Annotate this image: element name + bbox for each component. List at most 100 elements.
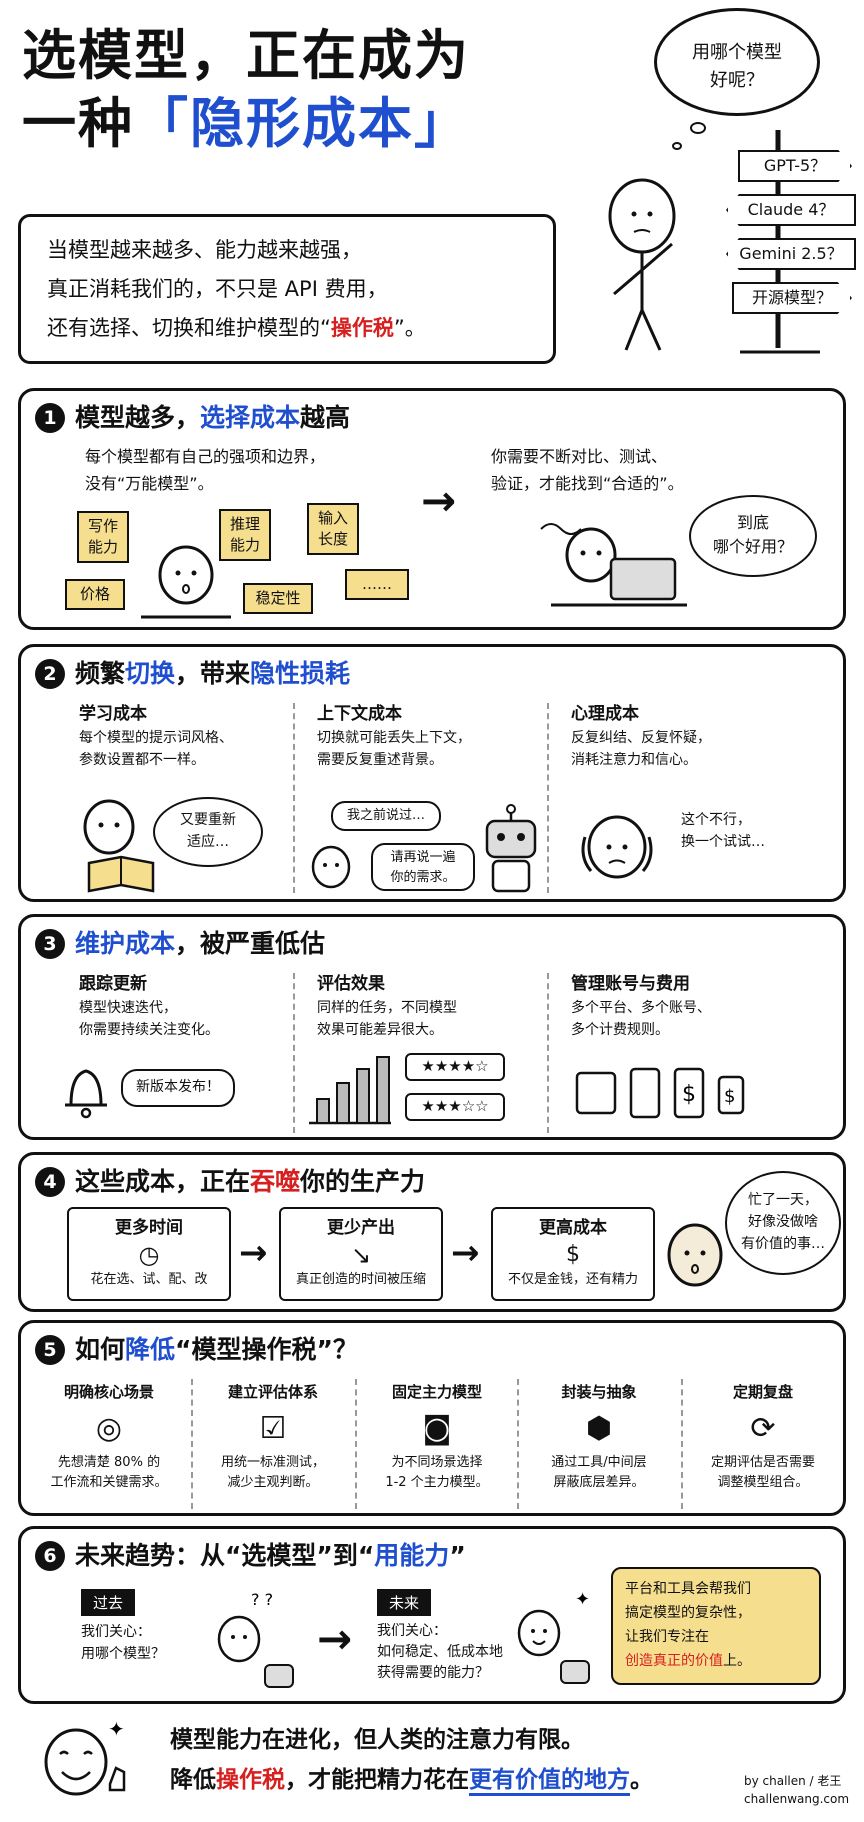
track-updates-col: 跟踪更新 模型快速迭代， 你需要持续关注变化。 [79, 974, 219, 1038]
mental-cost-col: 心理成本 反复纠结、反复怀疑， 消耗注意力和信心。 [571, 704, 711, 768]
future-tag: 未来 [377, 1589, 432, 1616]
cube-icon: ⬢ [585, 1411, 613, 1446]
svg-text:$: $ [724, 1086, 735, 1107]
tired-person-icon [667, 1223, 723, 1287]
tip-review: 定期复盘 ⟳ 定期评估是否需要 调整模型组合。 [685, 1379, 841, 1493]
confused-person-icon [141, 545, 231, 619]
section-1-left-text: 每个模型都有自己的强项和边界， 没有“万能模型”。 [85, 447, 326, 493]
divider [355, 1379, 357, 1509]
refresh-icon: ⟳ [750, 1411, 776, 1446]
evaluate-col: 评估效果 同样的任务，不同模型 效果可能差异很大。 [317, 974, 457, 1038]
svg-text:$: $ [682, 1082, 696, 1107]
divider [547, 973, 549, 1133]
section-2-bubble-2b: 请再说一遍 你的需求。 [371, 843, 475, 891]
reading-person-icon [83, 799, 155, 893]
rating-box-2: ★★★☆☆ [405, 1093, 505, 1121]
note-price: 价格 [65, 579, 125, 610]
bar-chart-icon [309, 1056, 391, 1125]
tip-evaluation-system: 建立评估体系 ☑ 用统一标准测试， 减少主观判断。 [195, 1379, 351, 1493]
thought-dot [690, 122, 706, 134]
section-2-bubble-1: 又要重新 适应… [153, 797, 263, 867]
section-2-bubble-3: 这个不行， 换一个试试… [681, 812, 765, 850]
tip-core-scenario: 明确核心场景 ◎ 先想清楚 80% 的 工作流和关键需求。 [31, 1379, 187, 1493]
sign-open-source: 开源模型？ [732, 282, 852, 314]
context-cost-col: 上下文成本 切换就可能丢失上下文， 需要反复重述背景。 [317, 704, 471, 768]
note-input-length: 输入 长度 [307, 503, 359, 555]
checklist-icon: ☑ [259, 1411, 287, 1446]
note-stability: 稳定性 [243, 583, 313, 614]
sign-claude: Claude 4？ [726, 194, 856, 226]
page-title: 选模型，正在成为 一种「隐形成本」 [22, 22, 470, 158]
site-link[interactable]: challenwang.com [744, 1792, 850, 1806]
title-highlight: 「隐形成本」 [134, 92, 470, 155]
thought-dot [672, 142, 682, 150]
clock-icon: ◷ [138, 1241, 160, 1269]
rating-box-1: ★★★★☆ [405, 1053, 505, 1081]
accounts-col: 管理账号与费用 多个平台、多个账号、 多个计费规则。 [571, 974, 711, 1038]
robot-icon: ◙ [422, 1411, 452, 1446]
operation-tax-highlight: 操作税 [330, 316, 394, 340]
note-reasoning: 推理 能力 [219, 509, 271, 561]
tip-abstraction: 封装与抽象 ⬢ 通过工具/中间层 屏蔽底层差异。 [521, 1379, 677, 1493]
higher-cost-box: 更高成本 $ 不仅是金钱，还有精力 [491, 1207, 655, 1301]
happy-person-robot-icon: ✦ [517, 1589, 590, 1684]
divider [293, 973, 295, 1133]
past-tag: 过去 [81, 1589, 136, 1616]
section-1-right-text: 你需要不断对比、测试、 验证，才能找到“合适的”。 [491, 447, 684, 493]
divider [681, 1379, 683, 1509]
more-time-box: 更多时间 ◷ 花在选、试、配、改 [67, 1207, 231, 1301]
tip-main-model: 固定主力模型 ◙ 为不同场景选择 1-2 个主力模型。 [359, 1379, 515, 1493]
thumbs-up-person-icon: ✦ [44, 1717, 126, 1796]
sign-gemini: Gemini 2.5？ [726, 238, 856, 270]
title-line-2: 一种「隐形成本」 [22, 92, 470, 155]
svg-text:? ?: ? ? [251, 1590, 273, 1609]
section-4-bubble: 忙了一天， 好像没做啥 有价值的事… [725, 1171, 841, 1275]
devices-icon: $ $ [575, 1067, 745, 1119]
note-writing: 写作 能力 [77, 511, 129, 563]
sign-gpt5: GPT-5？ [738, 150, 852, 182]
byline: by challen / 老王 challenwang.com [744, 1774, 850, 1806]
trend-down-icon: ↘ [350, 1241, 372, 1269]
robot-icon [485, 804, 537, 893]
divider [293, 703, 295, 893]
past-text: 我们关心： 用哪个模型？ [81, 1624, 165, 1662]
right-arrow-icon: → [451, 1233, 480, 1273]
right-arrow-icon: → [239, 1233, 268, 1273]
section-1-bubble: 到底 哪个好用？ [689, 495, 817, 577]
less-output-box: 更少产出 ↘ 真正创造的时间被压缩 [279, 1207, 443, 1301]
title-line-1: 选模型，正在成为 [22, 24, 470, 87]
divider [191, 1379, 193, 1509]
future-text: 我们关心： 如何稳定、低成本地 获得需要的能力？ [377, 1623, 503, 1681]
svg-text:✦: ✦ [575, 1589, 590, 1610]
thinking-person-icon [608, 178, 676, 351]
svg-text:✦: ✦ [108, 1717, 125, 1741]
learning-cost-col: 学习成本 每个模型的提示词风格、 参数设置都不一样。 [79, 704, 233, 768]
future-note: 平台和工具会帮我们 搞定模型的复杂性， 让我们专注在 创造真正的价值上。 [611, 1567, 821, 1685]
question-person-icon [311, 845, 351, 889]
thought-bubble: 用哪个模型 好呢？ [654, 8, 820, 116]
section-2-bubble-2a: 我之前说过… [331, 801, 441, 831]
note-more: …… [345, 569, 409, 600]
footer-message: 模型能力在进化，但人类的注意力有限。 降低操作税，才能把精力花在更有价值的地方。 [170, 1720, 653, 1800]
bell-icon [65, 1069, 107, 1119]
stressed-person-icon [581, 815, 653, 879]
right-arrow-icon: → [317, 1614, 353, 1663]
person-laptop-icon [540, 523, 687, 607]
right-arrow-icon: → [421, 476, 457, 525]
money-bag-icon: $ [566, 1242, 580, 1267]
divider [547, 703, 549, 893]
target-icon: ◎ [95, 1411, 123, 1446]
puzzled-person-icon: ? ? [217, 1590, 294, 1688]
